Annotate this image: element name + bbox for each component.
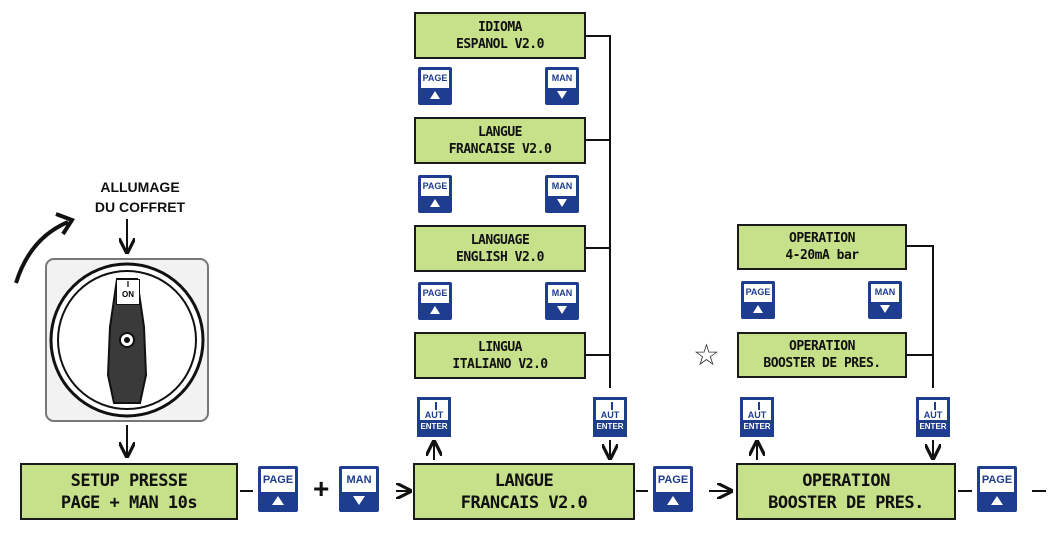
- operation-menu-line-1: OPERATION: [789, 339, 855, 354]
- up-arrow-icon: [421, 88, 449, 102]
- menu-line-2: FRANCAISE V2.0: [448, 141, 552, 157]
- aut-label: AUT: [600, 410, 620, 420]
- power-on-heading: ALLUMAGE DU COFFRET: [60, 177, 220, 217]
- page-label: PAGE: [981, 474, 1013, 486]
- heading-line-1: ALLUMAGE: [100, 179, 180, 195]
- aut-label: AUT: [923, 410, 943, 420]
- langue-line-1: LANGUE: [494, 470, 554, 491]
- page-label: PAGE: [745, 287, 771, 297]
- aut-mark: [435, 402, 437, 410]
- up-arrow-icon: [421, 196, 449, 210]
- page-label: PAGE: [262, 474, 294, 486]
- man-label: MAN: [874, 287, 896, 297]
- aut-mark: [934, 402, 936, 410]
- page-label: PAGE: [422, 288, 448, 298]
- menu-line-1: IDIOMA: [478, 19, 522, 35]
- up-arrow-icon: [744, 302, 772, 316]
- rotary-switch[interactable]: [44, 257, 210, 423]
- man-label: MAN: [551, 73, 573, 83]
- operation-box-booster: OPERATION BOOSTER DE PRES.: [737, 332, 907, 378]
- operation-menu-line-1: OPERATION: [789, 231, 855, 246]
- page-button[interactable]: PAGE: [418, 175, 452, 213]
- down-arrow-icon: [548, 196, 576, 210]
- page-button[interactable]: PAGE: [418, 67, 452, 105]
- aut-label: AUT: [424, 410, 444, 420]
- on-mark: I: [126, 280, 130, 289]
- page-button[interactable]: PAGE: [653, 466, 693, 512]
- man-label: MAN: [551, 288, 573, 298]
- up-arrow-icon: [656, 492, 690, 509]
- down-arrow-icon: [342, 492, 376, 509]
- switch-on-label: I ON: [116, 279, 140, 305]
- operation-display: OPERATION BOOSTER DE PRES.: [736, 463, 956, 520]
- down-arrow-icon: [548, 88, 576, 102]
- man-button[interactable]: MAN: [545, 282, 579, 320]
- aut-enter-button[interactable]: AUT ENTER: [593, 397, 627, 437]
- langue-line-2: FRANCAIS V2.0: [460, 492, 588, 513]
- man-button[interactable]: MAN: [545, 67, 579, 105]
- aut-enter-button[interactable]: AUT ENTER: [740, 397, 774, 437]
- menu-line-2: ITALIANO V2.0: [452, 356, 548, 372]
- aut-enter-button[interactable]: AUT ENTER: [417, 397, 451, 437]
- operation-menu-line-2: BOOSTER DE PRES.: [763, 356, 881, 371]
- enter-label: ENTER: [420, 420, 448, 434]
- page-button[interactable]: PAGE: [418, 282, 452, 320]
- star-icon: ☆: [693, 338, 720, 373]
- enter-label: ENTER: [919, 420, 947, 434]
- menu-line-2: ESPANOL V2.0: [456, 36, 544, 52]
- menu-line-2: ENGLISH V2.0: [456, 249, 544, 265]
- operation-menu-line-2: 4-20mA bar: [785, 248, 859, 263]
- page-label: PAGE: [422, 73, 448, 83]
- operation-box-4-20ma: OPERATION 4-20mA bar: [737, 224, 907, 270]
- down-arrow-icon: [548, 303, 576, 317]
- menu-line-1: LINGUA: [478, 339, 522, 355]
- up-arrow-icon: [421, 303, 449, 317]
- page-label: PAGE: [422, 181, 448, 191]
- page-label: PAGE: [657, 474, 689, 486]
- operation-line-2: BOOSTER DE PRES.: [768, 492, 924, 513]
- menu-box-espanol: IDIOMA ESPANOL V2.0: [414, 12, 586, 59]
- menu-box-english: LANGUAGE ENGLISH V2.0: [414, 225, 586, 272]
- man-button[interactable]: MAN: [868, 281, 902, 319]
- aut-mark: [611, 402, 613, 410]
- down-arrow-icon: [871, 302, 899, 316]
- menu-box-italiano: LINGUA ITALIANO V2.0: [414, 332, 586, 379]
- operation-line-1: OPERATION: [802, 470, 890, 491]
- page-button[interactable]: PAGE: [258, 466, 298, 512]
- setup-line-2: PAGE + MAN 10s: [60, 492, 198, 513]
- up-arrow-icon: [261, 492, 295, 509]
- man-button[interactable]: MAN: [545, 175, 579, 213]
- man-label: MAN: [551, 181, 573, 191]
- man-label: MAN: [346, 474, 372, 486]
- enter-label: ENTER: [596, 420, 624, 434]
- page-button[interactable]: PAGE: [741, 281, 775, 319]
- heading-line-2: DU COFFRET: [94, 199, 186, 215]
- up-arrow-icon: [980, 492, 1014, 509]
- on-text: ON: [122, 290, 134, 299]
- menu-line-1: LANGUAGE: [470, 232, 530, 248]
- plus-sign: +: [313, 473, 330, 504]
- menu-line-1: LANGUE: [478, 124, 522, 140]
- aut-label: AUT: [747, 410, 767, 420]
- page-button[interactable]: PAGE: [977, 466, 1017, 512]
- menu-box-francaise: LANGUE FRANCAISE V2.0: [414, 117, 586, 164]
- aut-mark: [758, 402, 760, 410]
- langue-display: LANGUE FRANCAIS V2.0: [413, 463, 635, 520]
- man-button[interactable]: MAN: [339, 466, 379, 512]
- enter-label: ENTER: [743, 420, 771, 434]
- aut-enter-button[interactable]: AUT ENTER: [916, 397, 950, 437]
- setup-line-1: SETUP PRESSE: [70, 470, 188, 491]
- setup-display: SETUP PRESSE PAGE + MAN 10s: [20, 463, 238, 520]
